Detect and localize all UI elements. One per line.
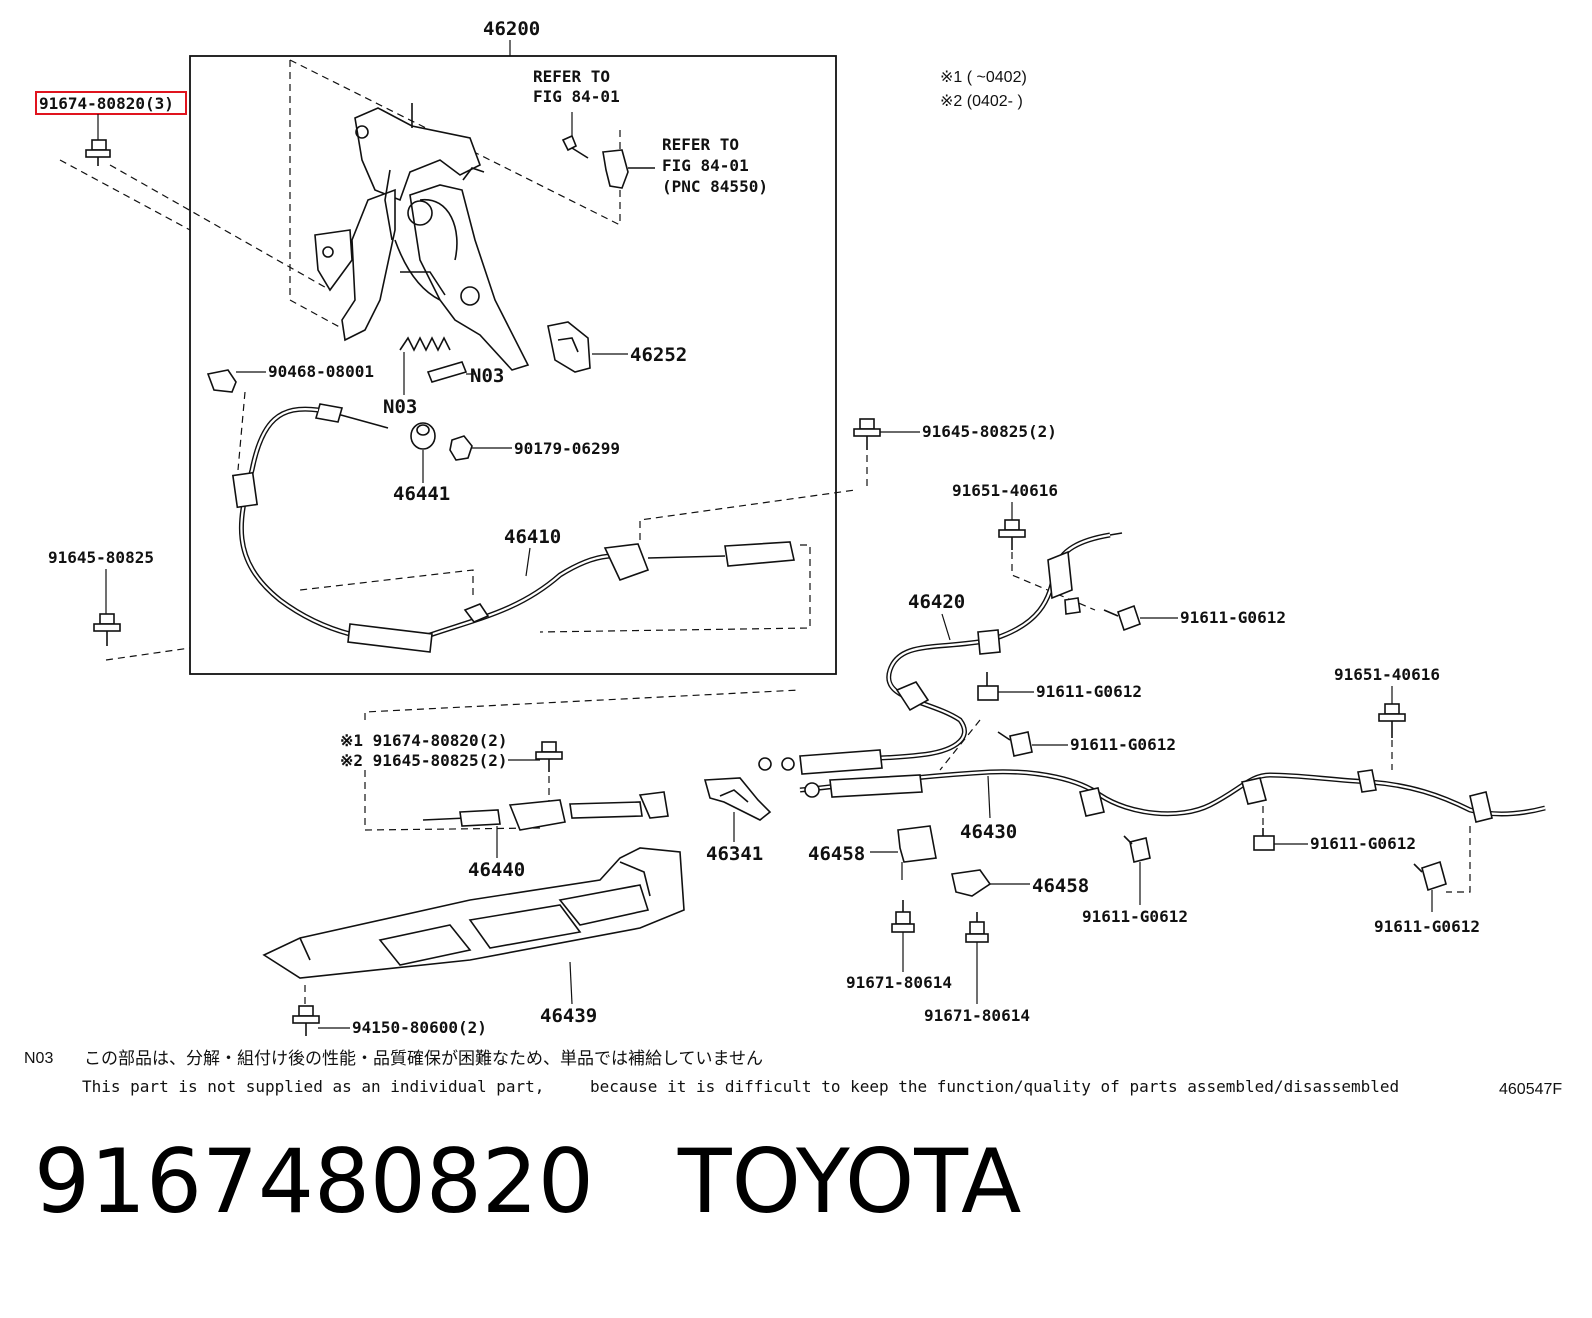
- bolt-icon: [1378, 703, 1406, 738]
- cable-46440-icon: [422, 791, 669, 831]
- bracket-46341-icon: [703, 777, 772, 821]
- label-46440[interactable]: 46440: [468, 859, 525, 881]
- label-46458-a[interactable]: 46458: [808, 843, 865, 865]
- bolt-icon: [977, 672, 999, 701]
- spring-icon: [399, 336, 451, 395]
- label-91611-G0612-f[interactable]: 91611-G0612: [1374, 917, 1480, 936]
- label-46458-b[interactable]: 46458: [1032, 875, 1089, 897]
- cable-46410-icon: [231, 403, 795, 653]
- label-46200: 46200: [483, 18, 540, 40]
- refer-note-1-line2[interactable]: FIG 84-01: [533, 87, 620, 106]
- leader-46410: [525, 547, 531, 577]
- label-91611-G0612-d[interactable]: 91611-G0612: [1082, 907, 1188, 926]
- part-number: 9167480820: [34, 1130, 594, 1233]
- label-91611-G0612-e[interactable]: 91611-G0612: [1310, 834, 1416, 853]
- cable-46420-icon: [758, 532, 1123, 775]
- label-46441[interactable]: 46441: [393, 483, 450, 505]
- footnote-code: N03: [24, 1050, 53, 1067]
- switch-bracket-icon: [602, 149, 655, 189]
- legend-1: ※1 ( ~0402): [940, 69, 1027, 86]
- brand-name: TOYOTA: [677, 1130, 1022, 1233]
- footnote-english-2: because it is difficult to keep the func…: [590, 1077, 1399, 1096]
- note-1[interactable]: ※1 91674-80820(2): [340, 731, 508, 750]
- label-46430[interactable]: 46430: [960, 821, 1017, 843]
- cable-46430-icon: [799, 769, 1546, 823]
- dashed-guide: [364, 689, 801, 720]
- bolt-icon: [292, 1005, 320, 1036]
- footnote-japanese: この部品は、分解・組付け後の性能・品質確保が困難なため、単品では補給していません: [84, 1049, 763, 1069]
- figure-id: 460547F: [1499, 1081, 1562, 1098]
- refer-note-2-line3[interactable]: (PNC 84550): [662, 177, 768, 196]
- bolt-icon: [853, 418, 881, 450]
- note-2[interactable]: ※2 91645-80825(2): [340, 751, 508, 770]
- clip-46458-b-icon: [951, 869, 992, 897]
- bolt-icon: [998, 519, 1026, 550]
- label-46439[interactable]: 46439: [540, 1005, 597, 1027]
- dashed-guide: [237, 391, 246, 471]
- bolt-icon: [535, 741, 563, 772]
- bolt-icon: [965, 912, 989, 943]
- label-91611-G0612-c[interactable]: 91611-G0612: [1070, 735, 1176, 754]
- assembly-box: [189, 55, 837, 675]
- label-94150-80600-2[interactable]: 94150-80600(2): [352, 1018, 487, 1037]
- clip-46458-a-icon: [897, 825, 937, 863]
- label-46420[interactable]: 46420: [908, 591, 965, 613]
- label-91671-80614-b[interactable]: 91671-80614: [924, 1006, 1030, 1025]
- label-90468-08001[interactable]: 90468-08001: [268, 362, 374, 381]
- dashed-guide: [299, 569, 474, 595]
- label-91674-80820-highlight[interactable]: 91674-80820(3): [39, 94, 174, 113]
- small-bolt-icon: [561, 134, 589, 159]
- page-title: 9167480820 TOYOTA: [34, 1138, 1021, 1226]
- label-91645-80825-2[interactable]: 91645-80825(2): [922, 422, 1057, 441]
- footnote-english-1: This part is not supplied as an individu…: [82, 1077, 544, 1096]
- refer-note-1-line1[interactable]: REFER TO: [533, 67, 610, 86]
- bolt-icon: [85, 139, 111, 166]
- dashed-guide: [1446, 826, 1471, 893]
- label-46410[interactable]: 46410: [504, 526, 561, 548]
- bolt-icon: [891, 900, 915, 933]
- bolt-icon: [1123, 835, 1151, 863]
- label-91671-80614-a[interactable]: 91671-80614: [846, 973, 952, 992]
- label-91611-G0612-b[interactable]: 91611-G0612: [1036, 682, 1142, 701]
- pedal-pad-icon: [547, 321, 591, 373]
- dashed-guide: [939, 719, 981, 771]
- pedal-assembly-icon: [289, 59, 621, 371]
- label-91645-80825[interactable]: 91645-80825: [48, 548, 154, 567]
- dashed-guide: [539, 544, 811, 633]
- label-91611-G0612-a[interactable]: 91611-G0612: [1180, 608, 1286, 627]
- bolt-icon: [1253, 828, 1275, 851]
- bolt-icon: [93, 613, 121, 646]
- highlight-box: [35, 91, 187, 115]
- cover-46439-icon: [262, 847, 685, 979]
- label-91651-40616-b[interactable]: 91651-40616: [1334, 665, 1440, 684]
- leader-46430: [987, 775, 991, 819]
- legend-2: ※2 (0402- ): [940, 93, 1023, 110]
- refer-note-2-line2[interactable]: FIG 84-01: [662, 156, 749, 175]
- leader-46439: [569, 961, 573, 1005]
- dashed-guide: [364, 770, 541, 831]
- label-46341[interactable]: 46341: [706, 843, 763, 865]
- bolt-icon: [1413, 860, 1447, 892]
- bolt-icon: [997, 731, 1033, 757]
- refer-note-2-line1[interactable]: REFER TO: [662, 135, 739, 154]
- nut-icon: [449, 435, 473, 461]
- bushing-icon: [410, 422, 436, 450]
- dashed-guide: [105, 647, 191, 661]
- label-46252[interactable]: 46252: [630, 344, 687, 366]
- label-n03-pin[interactable]: N03: [470, 365, 504, 387]
- dashed-guide: [59, 159, 191, 231]
- label-90179-06299[interactable]: 90179-06299: [514, 439, 620, 458]
- bolt-icon: [1103, 604, 1142, 632]
- dashed-guide: [109, 164, 331, 291]
- clip-icon: [206, 369, 237, 393]
- pin-icon: [426, 361, 468, 383]
- label-91651-40616-a[interactable]: 91651-40616: [952, 481, 1058, 500]
- leader-46420: [941, 613, 951, 641]
- label-n03-spring[interactable]: N03: [383, 396, 417, 418]
- dashed-guide: [639, 489, 856, 540]
